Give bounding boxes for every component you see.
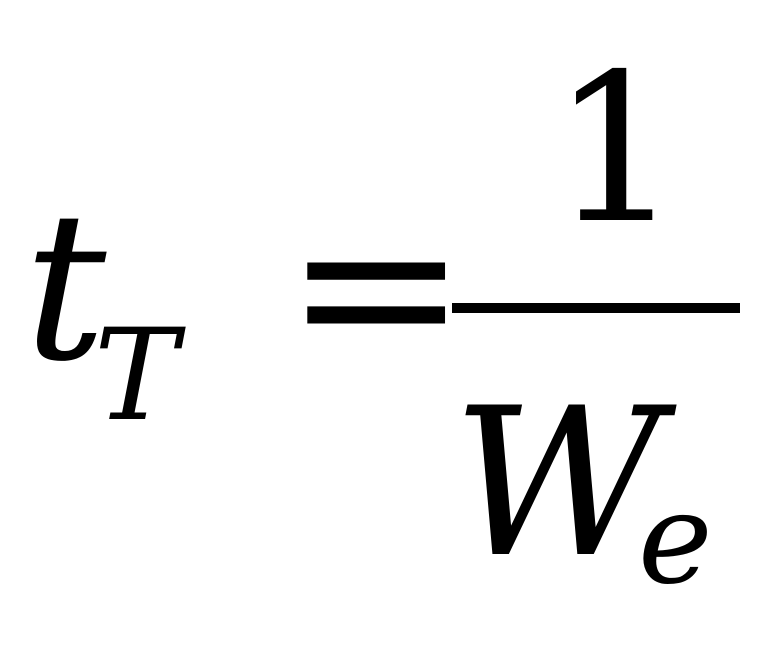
lhs-symbol: t bbox=[24, 169, 107, 407]
fraction-numerator: 1 bbox=[551, 31, 682, 269]
fraction-bar bbox=[452, 303, 740, 313]
fraction-denominator: W bbox=[452, 365, 663, 603]
lhs-subscript: T bbox=[94, 302, 179, 449]
denominator-subscript: e bbox=[638, 465, 713, 612]
equals-sign: = bbox=[284, 158, 469, 414]
